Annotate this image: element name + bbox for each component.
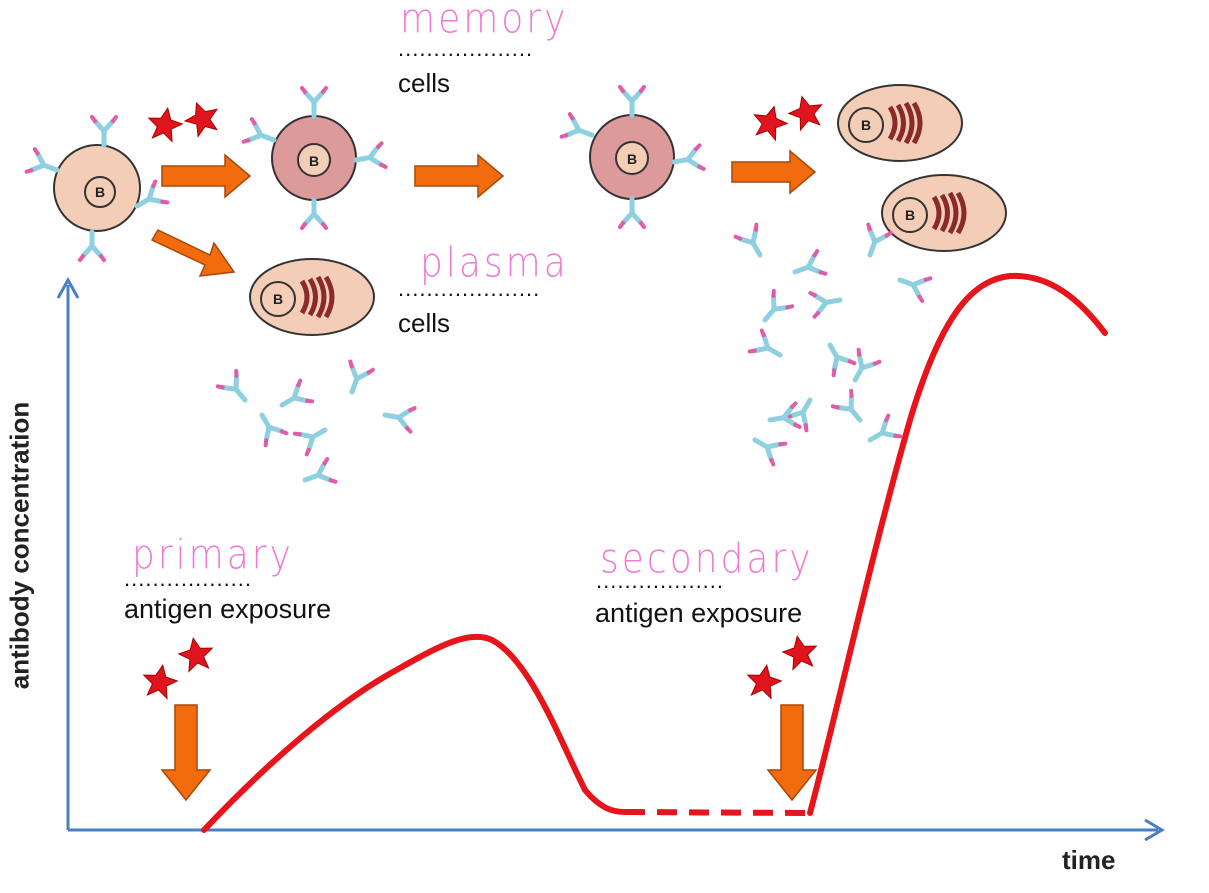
memory-dots: ................... [398, 36, 534, 61]
antigen-icon [743, 661, 785, 701]
memory-b-cell [562, 87, 704, 227]
primary-dots: .................. [124, 566, 253, 591]
antibody-curve [201, 272, 1108, 833]
free-antibodies-secondary [736, 225, 931, 465]
secondary-handwritten-label: secondary [600, 535, 814, 583]
primary-antigen-exposure-label: antigen exposure [124, 594, 332, 624]
cell-letter: B [309, 153, 319, 169]
free-antibodies-primary [218, 362, 415, 492]
arrow-right [161, 153, 252, 199]
cell-letter: B [273, 291, 283, 307]
antigen-icon [144, 104, 186, 144]
arrow-right [414, 153, 505, 199]
naive-b-cell [27, 117, 168, 260]
plasma-b-cell [882, 175, 1006, 251]
arrow-down-primary-exposure [160, 704, 212, 802]
cell-letter: B [95, 184, 105, 200]
antigen-icon [784, 91, 828, 133]
x-axis [68, 818, 1165, 842]
plasma-handwritten-label: plasma [420, 239, 569, 287]
secondary-antigen-exposure-label: antigen exposure [595, 598, 803, 628]
arrow-down-right [150, 229, 236, 277]
cell-letter: B [905, 207, 915, 223]
antigen-icon [180, 96, 224, 140]
memory-cells-label: cells [398, 68, 451, 98]
secondary-dots: .................. [596, 568, 725, 593]
antigen-icon [175, 634, 217, 674]
plasma-cells-label: cells [398, 308, 451, 338]
x-axis-label: time [1062, 845, 1116, 875]
antigen-icon [139, 661, 181, 701]
arrow-down-secondary-exposure [766, 704, 818, 802]
primary-handwritten-label: primary [132, 531, 294, 579]
plasma-b-cell [250, 259, 374, 335]
antigen-icon [779, 632, 821, 672]
cell-letter: B [861, 117, 871, 133]
plasma-dots: .................... [398, 276, 541, 301]
antigen-icon [748, 101, 792, 143]
y-axis [56, 276, 80, 830]
y-axis-label: antibody concentration [4, 401, 35, 690]
cell-letter: B [627, 151, 637, 167]
plasma-b-cell [838, 85, 962, 161]
memory-handwritten-label: memory [400, 0, 569, 43]
arrow-right [731, 149, 817, 195]
memory-b-cell [244, 88, 386, 228]
